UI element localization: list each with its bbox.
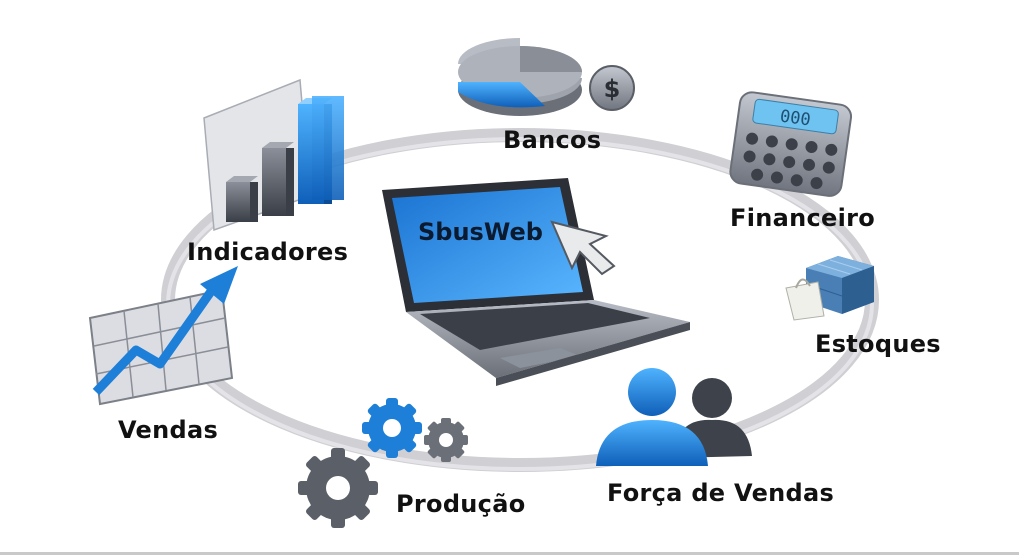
module-label-financeiro: Financeiro — [730, 204, 876, 232]
module-label-vendas: Vendas — [118, 416, 219, 444]
laptop-icon — [382, 178, 690, 386]
boxes-icon — [785, 256, 874, 321]
bar-chart-icon — [203, 78, 344, 232]
users-icon — [596, 368, 752, 466]
trend-chart-icon — [88, 266, 238, 406]
bottom-divider — [0, 552, 1019, 555]
calculator-icon: 000 — [729, 91, 853, 197]
pie-chart-dollar-icon: $ — [458, 38, 635, 116]
module-label-estoques: Estoques — [815, 330, 941, 358]
module-label-bancos: Bancos — [503, 126, 602, 154]
module-label-producao: Produção — [396, 490, 526, 518]
svg-text:$: $ — [604, 75, 621, 103]
module-label-indicadores: Indicadores — [187, 238, 349, 266]
module-label-forca-de-vendas: Força de Vendas — [607, 479, 835, 507]
gears-icon — [298, 398, 468, 528]
center-label: SbusWeb — [418, 218, 543, 246]
svg-text:000: 000 — [779, 106, 812, 130]
